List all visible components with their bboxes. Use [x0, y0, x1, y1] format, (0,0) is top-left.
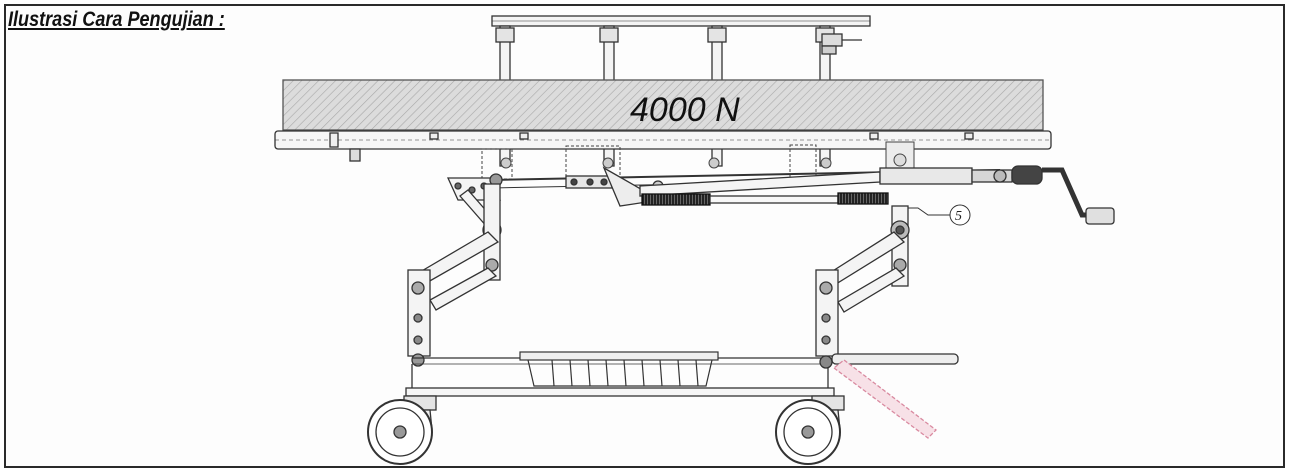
callout-5: 5	[900, 204, 971, 226]
bed-frame	[274, 130, 1052, 162]
brake-pedal	[819, 353, 959, 439]
load-label: 4000 N	[630, 91, 740, 129]
callout-5-label: 5	[955, 209, 962, 224]
left-linkage	[407, 173, 503, 367]
base-frame	[405, 357, 835, 397]
left-caster	[367, 395, 437, 465]
right-linkage	[815, 205, 910, 357]
diagram-heading: Ilustrasi Cara Pengujian :	[8, 8, 225, 31]
mattress	[282, 79, 1044, 131]
right-caster	[775, 395, 845, 465]
lead-screw-mechanism	[491, 165, 1115, 225]
basket	[519, 351, 719, 387]
